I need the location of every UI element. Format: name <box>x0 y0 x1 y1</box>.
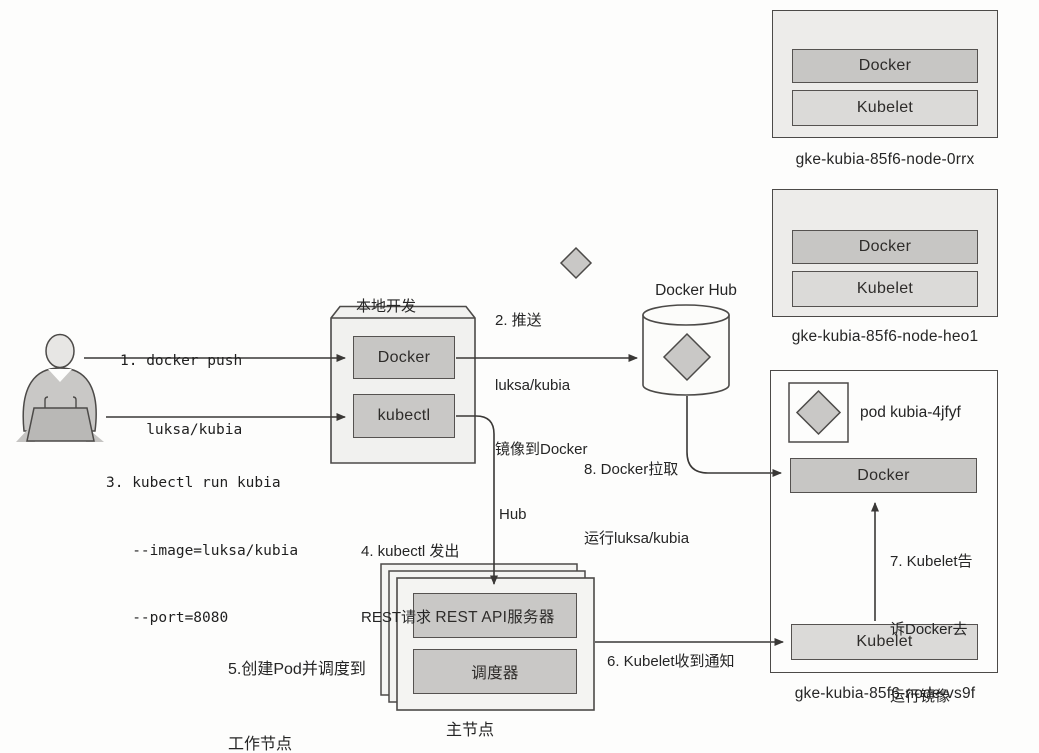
pod-icon <box>788 382 849 443</box>
node-0rrx-name: gke-kubia-85f6-node-0rrx <box>795 151 975 168</box>
step7-text: 7. Kubelet告 诉Docker去 运行镜像 <box>890 553 973 705</box>
master-api-server: REST API服务器 <box>413 593 577 638</box>
master-node-label: 主节点 <box>446 722 495 739</box>
node-vs9f-kubelet: Kubelet <box>791 624 978 660</box>
developer-icon <box>16 333 104 442</box>
node-vs9f-name: gke-kubia-85f6-node-vs9f <box>794 685 976 702</box>
node-vs9f-docker: Docker <box>790 458 977 493</box>
docker-label: Docker <box>858 238 912 255</box>
docker-label: Docker <box>858 57 912 74</box>
step3-text: 3. kubectl run kubia --image=luksa/kubia… <box>106 475 299 626</box>
step8-text: 8. Docker拉取 运行luksa/kubia <box>584 461 690 547</box>
image-diamond-icon <box>559 246 593 280</box>
node-0rrx-kubelet: Kubelet <box>792 90 978 126</box>
kubelet-label: Kubelet <box>856 99 914 116</box>
connector-hub-to-node-docker <box>686 396 782 477</box>
node-0rrx-docker: Docker <box>792 49 978 83</box>
docker-hub-label: Docker Hub <box>655 282 737 299</box>
scheduler-label: 调度器 <box>471 664 519 682</box>
docker-label: Docker <box>857 466 910 484</box>
connector-kubectl-to-api-server <box>456 415 498 585</box>
step2-text: 2. 推送 luksa/kubia 镜像到Docker Hub <box>495 312 588 523</box>
api-server-label: REST API服务器 <box>435 608 555 626</box>
step1-text: 1. docker push luksa/kubia <box>120 353 243 438</box>
docker-label: Docker <box>377 348 431 366</box>
step5-text: 5.创建Pod并调度到 工作节点 <box>228 661 366 753</box>
image-diamond-icon <box>662 332 712 382</box>
docker-hub-cylinder <box>642 304 730 396</box>
kubelet-label: Kubelet <box>856 280 914 297</box>
local-kubectl: kubectl <box>353 394 455 438</box>
node-vs9f-box <box>770 370 998 673</box>
pod-diamond-icon <box>795 389 842 436</box>
kubectl-label: kubectl <box>377 407 431 424</box>
local-docker: Docker <box>353 336 455 379</box>
step4-text: 4. kubectl 发出 REST请求 <box>361 543 460 626</box>
node-heo1-name: gke-kubia-85f6-node-heo1 <box>791 328 979 345</box>
step6-text: 6. Kubelet收到通知 <box>607 653 735 670</box>
node-heo1-kubelet: Kubelet <box>792 271 978 307</box>
node-heo1-docker: Docker <box>792 230 978 264</box>
pod-label: pod kubia-4jfyf <box>860 404 961 421</box>
master-scheduler: 调度器 <box>413 649 577 694</box>
kubelet-label: Kubelet <box>856 633 913 650</box>
